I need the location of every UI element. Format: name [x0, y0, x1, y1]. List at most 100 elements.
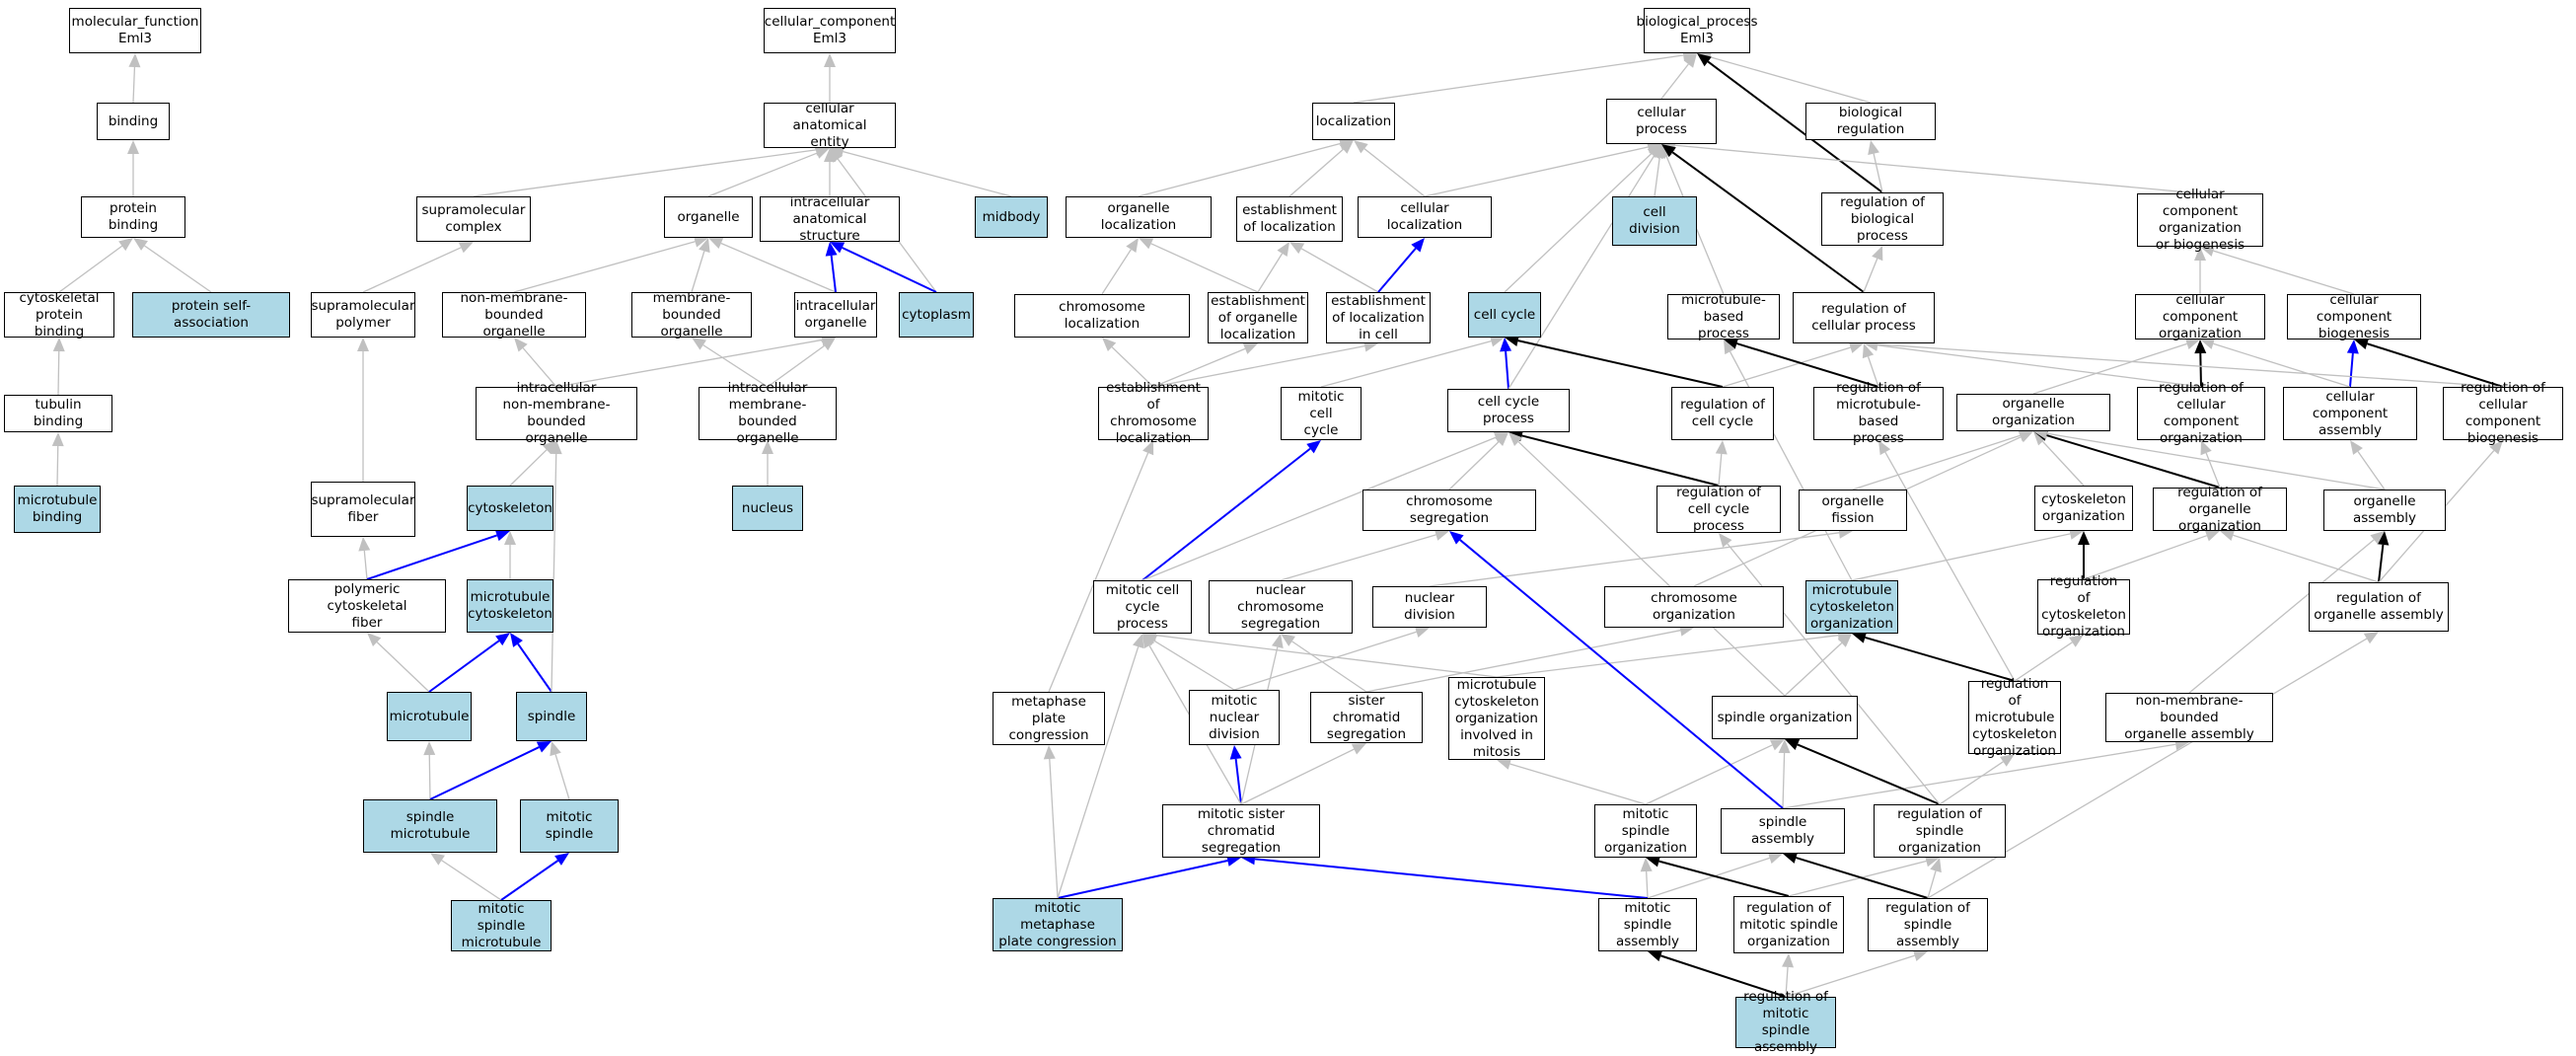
- edge-mbo-organelle: [691, 238, 710, 293]
- term-node-regcytoorg[interactable]: regulation of cytoskeleton organization: [2037, 573, 2130, 640]
- term-node-regccproc[interactable]: regulation of cell cycle process: [1656, 485, 1781, 534]
- term-node-regorgorg[interactable]: regulation of organelle organization: [2153, 485, 2287, 534]
- term-node-ccob[interactable]: cellular component organization or bioge…: [2137, 187, 2263, 253]
- term-node-localization[interactable]: localization: [1312, 103, 1395, 140]
- term-node-spindlemt[interactable]: spindle microtubule: [363, 799, 497, 853]
- term-node-ccproc[interactable]: cell cycle process: [1447, 389, 1570, 432]
- term-node-mitspindleassembly[interactable]: mitotic spindle assembly: [1598, 898, 1697, 951]
- term-node-supfiber[interactable]: supramolecular fiber: [311, 482, 415, 537]
- term-node-microtubule[interactable]: microtubule: [387, 692, 472, 741]
- term-node-bioreg[interactable]: biological regulation: [1805, 103, 1936, 140]
- term-node-mitspindle[interactable]: mitotic spindle: [520, 799, 619, 853]
- term-node-ccbio[interactable]: cellular component biogenesis: [2287, 292, 2421, 341]
- term-node-tubbind[interactable]: tubulin binding: [4, 395, 112, 432]
- term-node-chromloc[interactable]: chromosome localization: [1014, 294, 1190, 338]
- term-node-mf[interactable]: molecular_function Eml3: [69, 8, 201, 53]
- term-node-regcellcycle[interactable]: regulation of cell cycle: [1671, 387, 1774, 440]
- term-node-ccassembly[interactable]: cellular component assembly: [2283, 387, 2417, 440]
- term-node-estlocincell[interactable]: establishment of localization in cell: [1326, 292, 1431, 343]
- term-node-cellloc[interactable]: cellular localization: [1358, 196, 1492, 238]
- edge-ccassembly-cco: [2200, 338, 2351, 388]
- term-node-cellproc[interactable]: cellular process: [1606, 99, 1717, 144]
- edge-regbio-bp: [1697, 53, 1883, 193]
- term-node-celldiv[interactable]: cell division: [1612, 196, 1697, 246]
- term-node-mitmpc[interactable]: mitotic metaphase plate congression: [993, 898, 1123, 951]
- edge-regcell-cellproc: [1661, 144, 1865, 293]
- term-node-spindle[interactable]: spindle: [516, 692, 587, 741]
- term-node-supcomplex[interactable]: supramolecular complex: [416, 196, 531, 242]
- term-node-regbio[interactable]: regulation of biological process: [1821, 192, 1944, 246]
- term-node-cae[interactable]: cellular anatomical entity: [764, 101, 896, 150]
- edge-imbo-intorg: [767, 338, 836, 388]
- term-node-cytoskeleton[interactable]: cytoskeleton: [467, 486, 553, 531]
- term-node-nmbo[interactable]: non-membrane-bounded organelle: [442, 290, 586, 339]
- term-node-orgfission[interactable]: organelle fission: [1799, 490, 1907, 531]
- term-node-pcf[interactable]: polymeric cytoskeletal fiber: [288, 579, 446, 633]
- term-node-spindleorg[interactable]: spindle organization: [1712, 696, 1858, 739]
- term-node-nucdiv[interactable]: nuclear division: [1372, 586, 1487, 628]
- edge-pcf-cytoskeleton: [366, 529, 510, 580]
- term-node-intorg[interactable]: intracellular organelle: [794, 292, 877, 338]
- term-node-regspindleorg[interactable]: regulation of spindle organization: [1874, 804, 2006, 858]
- edge-mtcoim-mitccproc: [1142, 629, 1498, 678]
- term-node-cytoorg[interactable]: cytoskeleton organization: [2034, 486, 2133, 531]
- term-node-regspindleassembly[interactable]: regulation of spindle assembly: [1868, 898, 1988, 951]
- term-node-mpc[interactable]: metaphase plate congression: [993, 692, 1105, 745]
- term-node-nucchromseg[interactable]: nuclear chromosome segregation: [1209, 580, 1353, 634]
- edge-regmitspindleassembly-regmitspindleorg: [1782, 953, 1795, 998]
- term-node-cc[interactable]: cellular_component Eml3: [764, 8, 896, 53]
- term-node-nucleus[interactable]: nucleus: [732, 486, 803, 531]
- term-node-regccbio[interactable]: regulation of cellular component biogene…: [2443, 380, 2563, 446]
- term-node-regmtbased[interactable]: regulation of microtubule-based process: [1813, 380, 1944, 446]
- edge-supfiber-suppoly: [357, 338, 369, 482]
- edge-spindleorg-ccproc: [1509, 432, 1786, 697]
- term-node-mtbased[interactable]: microtubule-based process: [1667, 292, 1780, 341]
- term-node-binding[interactable]: binding: [97, 103, 170, 140]
- edge-mitnucdiv-nucdiv: [1233, 626, 1430, 691]
- term-node-cytoplasm[interactable]: cytoplasm: [899, 292, 974, 338]
- term-node-cellcycle[interactable]: cell cycle: [1468, 292, 1541, 338]
- term-node-regmtcytoorg[interactable]: regulation of microtubule cytoskeleton o…: [1968, 676, 2061, 759]
- term-node-nmboassembly[interactable]: non-membrane-bounded organelle assembly: [2105, 693, 2273, 742]
- term-node-sischromseg[interactable]: sister chromatid segregation: [1310, 692, 1423, 743]
- term-node-chromorg[interactable]: chromosome organization: [1604, 586, 1784, 628]
- term-node-cco[interactable]: cellular component organization: [2135, 292, 2265, 341]
- term-node-mtbind[interactable]: microtubule binding: [14, 486, 101, 533]
- term-node-orgorg[interactable]: organelle organization: [1956, 394, 2110, 431]
- term-node-orgloc[interactable]: organelle localization: [1066, 196, 1212, 238]
- term-node-midbody[interactable]: midbody: [975, 196, 1048, 238]
- term-node-mitnucdiv[interactable]: mitotic nuclear division: [1189, 690, 1280, 745]
- term-node-estloc[interactable]: establishment of localization: [1236, 196, 1343, 242]
- term-node-mbo[interactable]: membrane-bounded organelle: [631, 290, 752, 339]
- term-node-mtcoim[interactable]: microtubule cytoskeleton organization in…: [1448, 677, 1545, 760]
- term-node-mitsischromseg[interactable]: mitotic sister chromatid segregation: [1162, 804, 1320, 858]
- term-node-estorgloc[interactable]: establishment of organelle localization: [1208, 292, 1308, 343]
- term-node-chromseg[interactable]: chromosome segregation: [1362, 490, 1536, 531]
- edge-bioreg-bp: [1697, 51, 1872, 104]
- term-node-suppoly[interactable]: supramolecular polymer: [311, 292, 415, 338]
- term-node-orgassembly[interactable]: organelle assembly: [2323, 490, 2446, 531]
- term-node-cytoprotbind[interactable]: cytoskeletal protein binding: [4, 290, 114, 339]
- term-node-regcco[interactable]: regulation of cellular component organiz…: [2137, 380, 2265, 446]
- term-node-imbo[interactable]: intracellular membrane-bounded organelle: [699, 380, 837, 446]
- term-node-ias[interactable]: intracellular anatomical structure: [760, 194, 900, 244]
- term-node-regorgassembly[interactable]: regulation of organelle assembly: [2309, 582, 2449, 632]
- term-node-mtcyto[interactable]: microtubule cytoskeleton: [467, 579, 553, 633]
- edge-microtubule-mtcyto: [428, 633, 510, 693]
- term-node-mitspindleorg[interactable]: mitotic spindle organization: [1594, 804, 1697, 858]
- term-node-mitcellcycle[interactable]: mitotic cell cycle: [1281, 387, 1362, 440]
- edge-spindlemt-microtubule: [423, 741, 436, 800]
- term-node-regmitspindleassembly[interactable]: regulation of mitotic spindle assembly: [1735, 989, 1836, 1055]
- term-node-protselfassoc[interactable]: protein self-association: [132, 292, 290, 338]
- term-node-regmitspindleorg[interactable]: regulation of mitotic spindle organizati…: [1733, 896, 1844, 953]
- term-node-mitccproc[interactable]: mitotic cell cycle process: [1093, 580, 1192, 634]
- term-node-inmbo[interactable]: intracellular non-membrane-bounded organ…: [476, 380, 637, 446]
- term-node-organelle[interactable]: organelle: [664, 196, 753, 238]
- term-node-protbind[interactable]: protein binding: [81, 196, 185, 238]
- term-node-estchromloc[interactable]: establishment of chromosome localization: [1098, 380, 1209, 446]
- term-node-regcell[interactable]: regulation of cellular process: [1793, 292, 1935, 343]
- term-node-bp[interactable]: biological_process Eml3: [1637, 8, 1758, 53]
- term-node-mtcytoorg[interactable]: microtubule cytoskeleton organization: [1805, 580, 1898, 634]
- term-node-spindleassembly[interactable]: spindle assembly: [1721, 808, 1845, 854]
- term-node-mitspindlemt[interactable]: mitotic spindle microtubule: [451, 900, 552, 951]
